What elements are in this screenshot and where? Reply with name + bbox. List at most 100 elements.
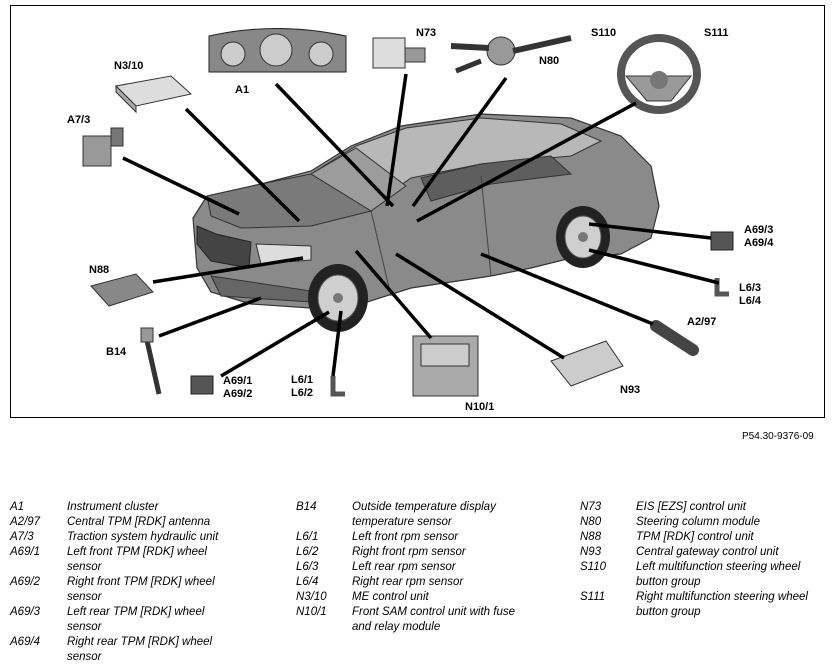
legend-code: B14: [296, 501, 317, 513]
legend-description: Traction system hydraulic unit: [67, 531, 219, 543]
legend-description: EIS [EZS] control unit: [636, 501, 746, 513]
callout-labels: A1 N3/10 A7/3 N73 N80 S110 S111 A69/3 A6…: [67, 27, 774, 413]
front-rpm-sensor-icon: [330, 376, 345, 397]
traction-hydraulic-unit-icon: [82, 127, 124, 167]
legend-code: L6/1: [296, 531, 319, 543]
callout-L6-2: L6/2: [291, 387, 313, 399]
eis-control-unit-icon: [372, 37, 426, 69]
legend-description: Left front rpm sensor: [352, 531, 459, 543]
legend-code: N93: [580, 546, 602, 558]
legend-description: Instrument cluster: [67, 501, 159, 513]
legend-item: A69/1 Left front TPM [RDK] wheel sensor: [10, 545, 280, 575]
callout-L6-4: L6/4: [739, 295, 762, 307]
callout-A2-97: A2/97: [687, 316, 716, 328]
tpm-control-unit-icon: [90, 273, 154, 307]
front-tpm-sensor-icon: [190, 375, 214, 395]
gateway-control-unit-icon: [550, 340, 624, 387]
callout-A69-3: A69/3: [744, 224, 773, 236]
legend-description: Outside temperature display temperature …: [352, 501, 496, 528]
legend-item: A69/3 Left rear TPM [RDK] wheel sensor: [10, 605, 280, 635]
callout-S110: S110: [591, 27, 616, 39]
legend-item: B14 Outside temperature display temperatu…: [296, 500, 566, 530]
legend-code: N88: [580, 531, 602, 543]
diagram-frame: A1 N3/10 A7/3 N73 N80 S110 S111 A69/3 A6…: [10, 5, 825, 418]
callout-N80: N80: [539, 55, 559, 67]
legend-code: N73: [580, 501, 602, 513]
front-sam-unit-icon: [412, 335, 479, 397]
legend-code: L6/3: [296, 561, 319, 573]
legend-item: A2/97 Central TPM [RDK] antenna: [10, 515, 280, 530]
callout-N10-1: N10/1: [465, 401, 494, 413]
callout-N73: N73: [416, 27, 436, 39]
legend-description: Right rear TPM [RDK] wheel sensor: [67, 636, 213, 663]
outside-temp-sensor-icon: [140, 327, 162, 395]
legend-item: N80 Steering column module: [580, 515, 830, 530]
me-control-unit-icon: [114, 75, 193, 114]
legend-code: S111: [580, 591, 606, 603]
legend-item: N93 Central gateway control unit: [580, 545, 830, 560]
legend-description: Central TPM [RDK] antenna: [67, 516, 211, 528]
legend-item: A69/4 Right rear TPM [RDK] wheel sensor: [10, 635, 280, 665]
callout-L6-3: L6/3: [739, 282, 761, 294]
callout-A69-2: A69/2: [223, 388, 252, 400]
legend-description: ME control unit: [352, 591, 429, 603]
legend-item: N3/10 ME control unit: [296, 590, 566, 605]
legend-code: N80: [580, 516, 602, 528]
legend-code: A1: [10, 501, 25, 513]
legend-code: A69/1: [10, 546, 41, 558]
steering-wheel-icon: [617, 34, 701, 114]
legend-description: Left rear TPM [RDK] wheel sensor: [67, 606, 205, 633]
legend-description: Left rear rpm sensor: [352, 561, 456, 573]
instrument-cluster-icon: [208, 28, 347, 73]
component-location-diagram: A1 N3/10 A7/3 N73 N80 S110 S111 A69/3 A6…: [67, 27, 774, 413]
legend-code: A69/4: [10, 636, 41, 648]
legend-description: Steering column module: [636, 516, 761, 528]
legend-code: S110: [580, 561, 607, 573]
legend-code: A2/97: [10, 516, 41, 528]
legend-code: N3/10: [296, 591, 327, 603]
steering-column-module-icon: [450, 35, 572, 74]
rear-rpm-sensor-icon: [714, 278, 729, 297]
callout-A69-4: A69/4: [744, 237, 774, 249]
legend-item: L6/3 Left rear rpm sensor: [296, 560, 566, 575]
legend-item: N88 TPM [RDK] control unit: [580, 530, 830, 545]
legend-description: Central gateway control unit: [636, 546, 779, 558]
legend-code: A69/2: [10, 576, 41, 588]
callout-A7-3: A7/3: [67, 114, 90, 126]
legend-code: L6/2: [296, 546, 319, 558]
legend-item: A7/3 Traction system hydraulic unit: [10, 530, 280, 545]
legend-description: Left front TPM [RDK] wheel sensor: [67, 546, 207, 573]
callout-B14: B14: [106, 346, 127, 358]
legend-item: L6/1 Left front rpm sensor: [296, 530, 566, 545]
legend-item: N73 EIS [EZS] control unit: [580, 500, 830, 515]
tpm-antenna-icon: [650, 320, 699, 356]
legend-item: L6/2 Right front rpm sensor: [296, 545, 566, 560]
legend-column-2: B14 Outside temperature display temperatu…: [296, 500, 566, 635]
legend-item: S110 Left multifunction steering wheel bu…: [580, 560, 830, 590]
rear-tpm-sensor-icon: [710, 231, 734, 251]
figure-reference: P54.30-9376-09: [742, 431, 814, 442]
legend-item: L6/4 Right rear rpm sensor: [296, 575, 566, 590]
rear-wheel: [556, 206, 610, 268]
callout-A1: A1: [235, 84, 249, 96]
legend-code: A69/3: [10, 606, 41, 618]
legend-description: Right front TPM [RDK] wheel sensor: [67, 576, 215, 603]
legend-description: TPM [RDK] control unit: [636, 531, 754, 543]
callout-L6-1: L6/1: [291, 374, 313, 386]
leader-lines: [122, 73, 720, 378]
legend-item: A1 Instrument cluster: [10, 500, 280, 515]
callout-S111: S111: [704, 27, 728, 39]
legend-code: A7/3: [10, 531, 34, 543]
callout-N3-10: N3/10: [114, 60, 143, 72]
legend-description: Right rear rpm sensor: [352, 576, 464, 588]
callout-N88: N88: [89, 264, 109, 276]
callout-N93: N93: [620, 384, 640, 396]
legend-code: N10/1: [296, 606, 327, 618]
legend-description: Left multifunction steering wheel button…: [636, 561, 801, 588]
legend-code: L6/4: [296, 576, 319, 588]
legend-description: Right front rpm sensor: [352, 546, 466, 558]
